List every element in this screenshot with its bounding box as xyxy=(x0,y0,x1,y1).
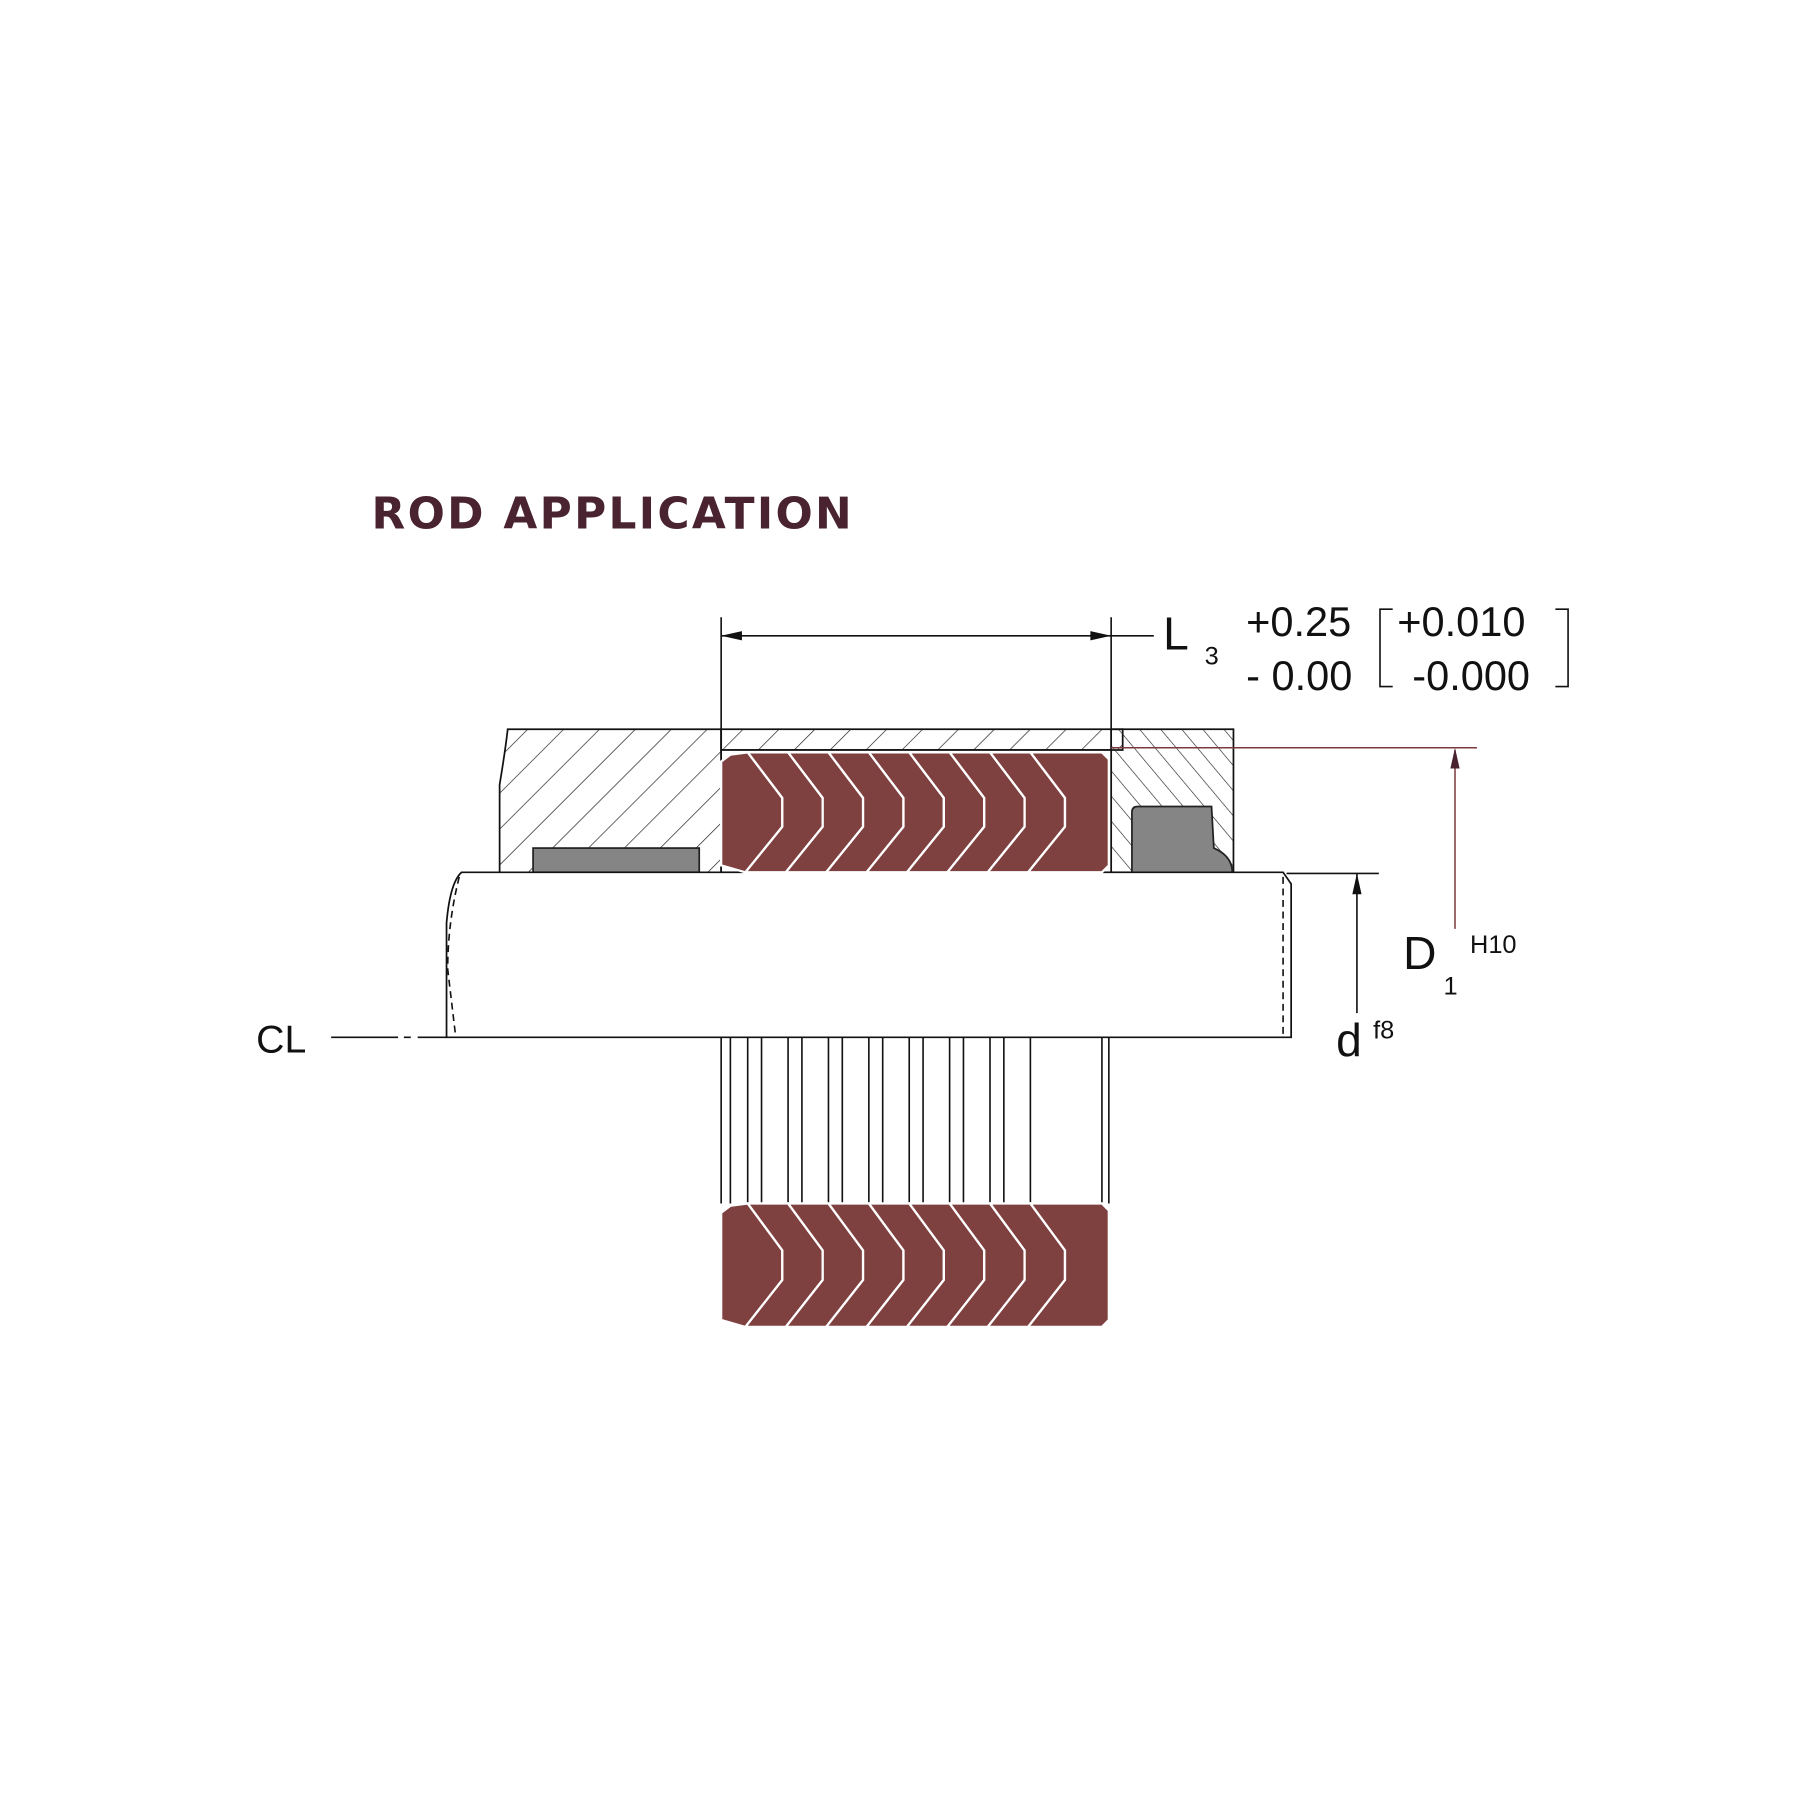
centerline: CL xyxy=(256,1017,447,1061)
wear-ring xyxy=(532,847,701,874)
l3-dimension: L 3 +0.25 - 0.00 +0.010 -0.000 xyxy=(720,598,1569,750)
d1-subscript: 1 xyxy=(1443,973,1457,1001)
chevron-seal-stack-section xyxy=(719,751,1110,874)
d1-fit: H10 xyxy=(1470,931,1517,959)
tol-inch-plus: +0.010 xyxy=(1397,598,1525,645)
rod-fit: f8 xyxy=(1373,1016,1394,1044)
d1-dimension: D 1 H10 xyxy=(1111,746,1517,1001)
chevron-seal-edges xyxy=(720,1037,1110,1204)
tol-metric-minus: - 0.00 xyxy=(1246,652,1352,699)
centerline-symbol: CL xyxy=(256,1017,306,1061)
chevron-seal-stack-view xyxy=(719,1202,1110,1329)
chevron-seal-ring xyxy=(1025,1202,1110,1329)
tol-metric-plus: +0.25 xyxy=(1246,598,1351,645)
drawing-title: ROD APPLICATION xyxy=(372,488,854,539)
d1-label: D xyxy=(1403,927,1436,979)
tol-inch-minus: -0.000 xyxy=(1412,652,1530,699)
l3-label: L xyxy=(1163,608,1189,660)
chevron-seal-ring xyxy=(1025,751,1110,874)
d-dimension: d f8 xyxy=(1286,872,1394,1066)
l3-subscript: 3 xyxy=(1205,643,1219,671)
rod-label: d xyxy=(1336,1014,1362,1066)
wiper-seal xyxy=(1131,805,1234,874)
rod xyxy=(445,871,1293,1039)
